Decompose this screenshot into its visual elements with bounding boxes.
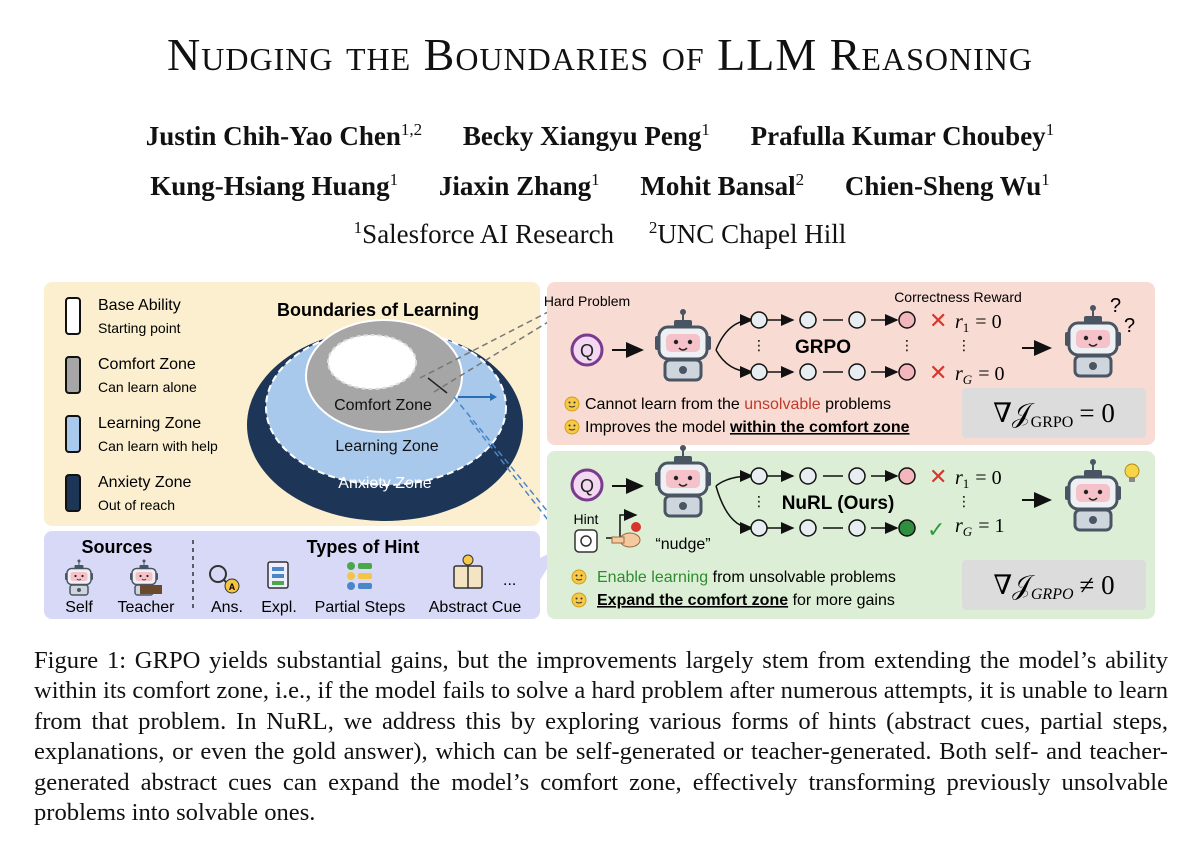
legend-subtitle: Can learn alone: [98, 379, 197, 395]
author: Becky Xiangyu Peng1: [462, 120, 710, 151]
legend-subtitle: Out of reach: [98, 497, 175, 513]
question-mark: ?: [1110, 295, 1121, 317]
connector-line: [419, 311, 549, 379]
reward-title: Correctness Reward: [894, 289, 1022, 305]
question-icon: [570, 468, 604, 502]
author: Kung-Hsiang Huang1: [150, 170, 399, 201]
author: Jiaxin Zhang1: [438, 170, 600, 201]
legend-subtitle: Can learn with help: [98, 438, 218, 454]
hint-type-label: Partial Steps: [315, 599, 406, 616]
affiliations: 1Salesforce AI Research 2UNC Chapel Hill: [0, 218, 1200, 250]
abstract-cue-icon: [453, 554, 483, 589]
legend-title: Learning Zone: [98, 415, 201, 432]
author: Mohit Bansal2: [640, 170, 805, 201]
explanation-icon: [267, 561, 289, 589]
comfort-zone-swatch: [65, 356, 81, 394]
learning-zone-label: Learning Zone: [335, 438, 438, 455]
svg-text:⋮: ⋮: [900, 337, 914, 353]
svg-text:⋮: ⋮: [752, 337, 766, 353]
connector-line: [453, 396, 549, 513]
author: Prafulla Kumar Choubey1: [750, 120, 1055, 151]
legend-subtitle: Starting point: [98, 320, 181, 336]
hint-label: Hint: [574, 511, 599, 527]
connector-line: [433, 321, 549, 393]
reward-rg: rG= 1: [955, 515, 1004, 539]
wrong-icon: ✕: [929, 464, 947, 489]
author: Chien-Sheng Wu1: [844, 170, 1050, 201]
question-mark: ?: [1124, 315, 1135, 337]
sources-title: Sources: [81, 537, 152, 557]
question-label: Q: [580, 341, 594, 361]
smiley-icon: [571, 592, 587, 608]
nurl-bullet-2: Expand the comfort zone for more gains: [597, 592, 895, 609]
answer-icon: A: [209, 565, 240, 594]
question-label: Q: [580, 476, 594, 496]
partial-steps-icon: [347, 562, 372, 590]
reward-rg: rG= 0: [955, 363, 1004, 387]
hint-types-title: Types of Hint: [307, 537, 420, 557]
affiliation: 1Salesforce AI Research: [353, 218, 615, 249]
source-label: Teacher: [118, 599, 176, 616]
anxiety-zone-swatch: [65, 474, 81, 512]
anxiety-zone-label: Anxiety Zone: [338, 475, 431, 492]
affiliation: 2UNC Chapel Hill: [648, 218, 847, 249]
nudge-label: “nudge”: [655, 536, 710, 553]
boundaries-title: Boundaries of Learning: [277, 300, 479, 320]
lightbulb-icon: [1124, 463, 1140, 482]
figure-caption: Figure 1: GRPO yields substantial gains,…: [34, 647, 1168, 827]
svg-text:⋮: ⋮: [957, 493, 971, 509]
formula-box: [962, 560, 1146, 610]
reward-r1: r1= 0: [955, 467, 1002, 491]
wrong-icon: ✕: [929, 360, 947, 385]
rollout-paths: [715, 314, 899, 378]
smiley-icon: [571, 569, 587, 585]
book-stack-icon: [140, 585, 162, 594]
svg-text:⋮: ⋮: [752, 493, 766, 509]
legend-title: Anxiety Zone: [98, 474, 191, 491]
nurl-bullet-1: Enable learning from unsolvable problems: [597, 569, 896, 586]
grpo-gradient-formula: ∇𝒥GRPO= 0: [993, 398, 1115, 431]
nurl-label: NuRL (Ours): [782, 493, 895, 514]
base-ability: [327, 334, 417, 390]
learning-zone-swatch: [65, 415, 81, 453]
smiley-icon: [564, 396, 580, 412]
svg-text:⋮: ⋮: [957, 337, 971, 353]
author-row-1: Justin Chih-Yao Chen1,2 Becky Xiangyu Pe…: [0, 120, 1200, 152]
hint-more: ...: [503, 572, 516, 589]
reasoning-step-nodes: [750, 467, 916, 537]
source-label: Self: [65, 599, 93, 616]
hint-type-label: Abstract Cue: [429, 599, 522, 616]
hint-panel: [44, 531, 540, 619]
author: Justin Chih-Yao Chen1,2: [145, 120, 423, 151]
grpo-bullet-2: Improves the model within the comfort zo…: [585, 419, 910, 436]
legend-title: Comfort Zone: [98, 356, 196, 373]
nurl-gradient-formula: ∇𝒥GRPO≠ 0: [993, 570, 1114, 603]
hint-type-label: Expl.: [261, 599, 297, 616]
hard-problem-label: Hard Problem: [544, 293, 630, 309]
author-row-2: Kung-Hsiang Huang1 Jiaxin Zhang1 Mohit B…: [0, 170, 1200, 202]
rollout-paths: [715, 470, 899, 534]
connector-line: [469, 419, 549, 521]
expansion-arrow: [427, 377, 448, 394]
grpo-bullet-1: Cannot learn from the unsolvable problem…: [585, 396, 891, 413]
comfort-zone-label: Comfort Zone: [334, 397, 432, 414]
wrong-icon: ✕: [929, 308, 947, 333]
correct-icon: ✓: [927, 517, 945, 542]
reasoning-step-nodes: [750, 311, 916, 381]
paper-title: Nudging the Boundaries of LLM Reasoning: [167, 29, 1033, 80]
smiley-icon: [564, 419, 580, 435]
grpo-label: GRPO: [795, 337, 851, 358]
base-ability-swatch: [65, 297, 81, 335]
svg-text:A: A: [229, 582, 236, 592]
legend-title: Base Ability: [98, 297, 181, 314]
question-icon: [570, 333, 604, 367]
nudge-hand-icon: [611, 522, 641, 548]
hint-document-icon: [574, 529, 598, 553]
reward-r1: r1= 0: [955, 311, 1002, 335]
formula-box: [962, 388, 1146, 438]
hint-type-label: Ans.: [211, 599, 243, 616]
